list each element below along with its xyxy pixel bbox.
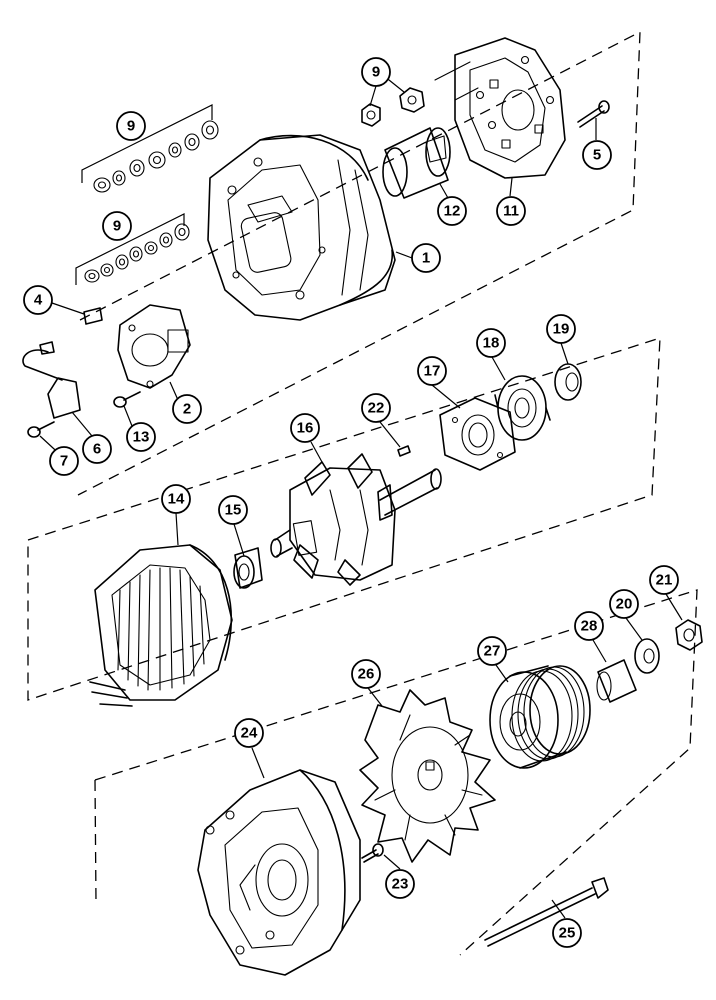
callout-label: 19: [553, 321, 570, 338]
part-nuts-9: [361, 87, 425, 127]
callout-label: 22: [368, 400, 385, 417]
callout-label: 12: [444, 203, 461, 220]
part-fan-26: [359, 689, 496, 863]
callout-25: 25: [552, 918, 582, 948]
callout-label: 7: [60, 453, 68, 470]
callout-label: 27: [484, 643, 501, 660]
part-rotor-16: [270, 453, 442, 586]
callout-18: 18: [476, 328, 506, 358]
callout-1: 1: [411, 243, 441, 273]
callout-27: 27: [477, 636, 507, 666]
callout-label: 5: [593, 147, 601, 164]
callout-label: 4: [34, 292, 43, 309]
part-end-housing-24: [197, 769, 361, 976]
callout-label: 11: [503, 203, 519, 220]
callout-9-upper: 9: [116, 111, 146, 141]
callout-label: 24: [241, 725, 258, 742]
callout-17: 17: [417, 356, 447, 386]
callout-label: 18: [483, 335, 500, 352]
washer-set-lower: [75, 213, 190, 285]
callout-label: 28: [581, 618, 598, 635]
callout-label: 20: [616, 596, 633, 613]
callout-label: 26: [358, 666, 375, 683]
callout-9-nuts: 9: [361, 57, 391, 87]
leader-lines: [39, 75, 683, 919]
callout-2: 2: [172, 394, 202, 424]
callout-15: 15: [218, 495, 248, 525]
part-screw-5: [577, 100, 610, 128]
callout-label: 9: [372, 64, 380, 81]
callout-5: 5: [582, 140, 612, 170]
callout-label: 9: [127, 118, 135, 135]
part-bearing-15: [233, 547, 263, 589]
part-stator-14: [89, 544, 233, 707]
callout-12: 12: [437, 196, 467, 226]
callout-6: 6: [82, 434, 112, 464]
assembly-boundaries: [27, 30, 698, 956]
part-regulator-2: [117, 304, 191, 389]
callout-23: 23: [385, 869, 415, 899]
part-key-22: [397, 445, 411, 457]
part-rectifier-11: [434, 37, 566, 179]
callout-14: 14: [161, 484, 191, 514]
callout-label: 14: [168, 491, 185, 508]
callout-label: 2: [183, 401, 191, 418]
callout-24: 24: [234, 718, 264, 748]
callout-4: 4: [23, 285, 53, 315]
part-spacer-28: [596, 659, 637, 703]
part-screw-13: [113, 391, 141, 408]
part-nut-21: [675, 619, 703, 651]
callout-label: 16: [297, 420, 314, 437]
callout-label: 9: [113, 218, 121, 235]
part-bolt-25: [484, 877, 609, 947]
callout-label: 21: [656, 572, 673, 589]
part-screw-7: [27, 421, 55, 438]
part-pulley-27: [489, 665, 591, 769]
callout-label: 15: [225, 502, 242, 519]
callout-28: 28: [574, 611, 604, 641]
callout-label: 13: [133, 429, 150, 446]
callout-19: 19: [546, 314, 576, 344]
part-capacitor-6: [22, 341, 81, 419]
callout-26: 26: [351, 659, 381, 689]
callout-label: 1: [422, 250, 430, 267]
part-screw-23: [361, 843, 384, 863]
part-cap-19: [554, 363, 582, 401]
part-bearing-18: [494, 375, 551, 441]
callout-7: 7: [49, 446, 79, 476]
callout-22: 22: [361, 393, 391, 423]
washer-set-upper: [81, 104, 219, 193]
callout-label: 6: [93, 441, 101, 458]
callout-13: 13: [126, 422, 156, 452]
callout-20: 20: [609, 589, 639, 619]
callout-label: 25: [559, 925, 576, 942]
callout-label: 23: [392, 876, 409, 893]
callout-label: 17: [424, 363, 441, 380]
callout-21: 21: [649, 565, 679, 595]
part-retainer-17: [439, 397, 516, 471]
part-housing-1: [207, 134, 396, 321]
part-brush-4: [83, 307, 103, 325]
callout-11: 11: [496, 196, 526, 226]
part-washer-20: [634, 638, 660, 674]
callout-9-lower: 9: [102, 211, 132, 241]
part-sleeve-12: [382, 127, 451, 199]
callout-16: 16: [290, 413, 320, 443]
